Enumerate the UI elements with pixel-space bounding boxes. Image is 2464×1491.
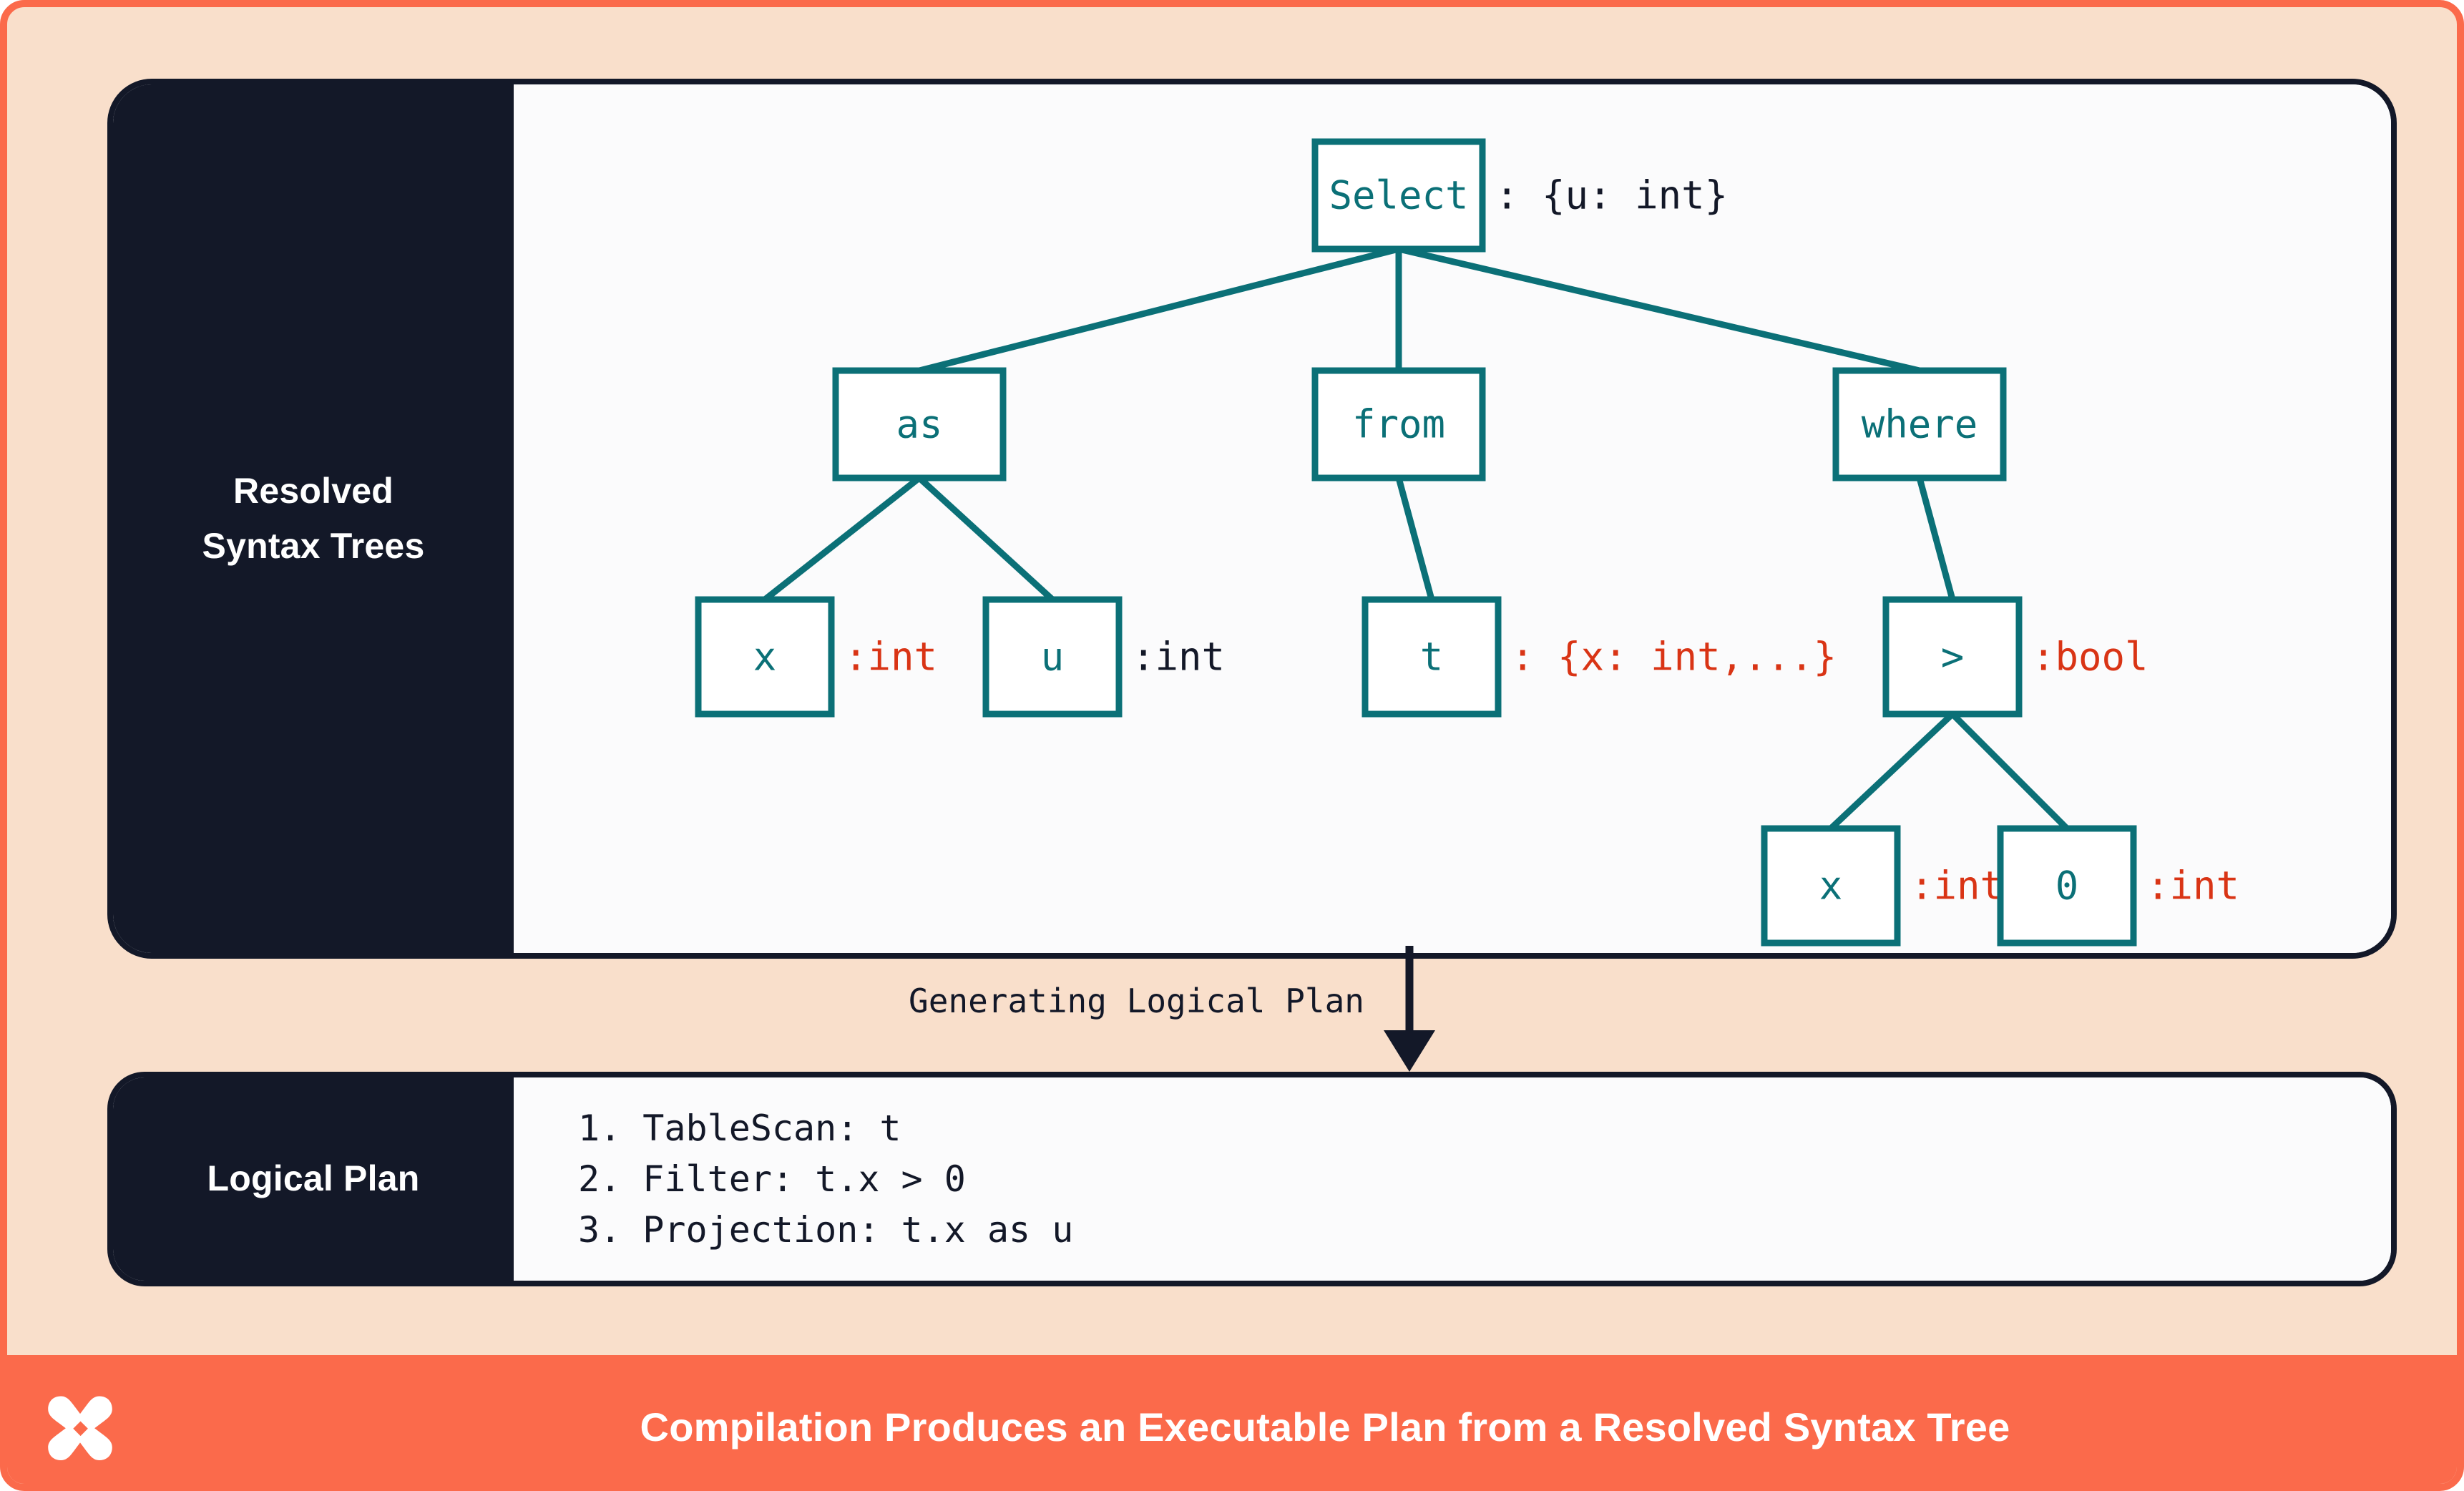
tree-node-label: x [1819, 864, 1843, 909]
tree-node-type-annotation: :int [1132, 635, 1225, 680]
tree-edge-select-as [918, 245, 1400, 374]
tree-edge-gt-gt-x [1828, 711, 1955, 831]
tree-node-box [982, 596, 1123, 718]
tree-node-label: 0 [2055, 864, 2079, 909]
tree-edge-where-gt [1916, 476, 1956, 601]
tree-node-box [1361, 596, 1502, 718]
tree-node-type-annotation: :int [844, 635, 937, 680]
resolved-syntax-trees-card: Resolved Syntax Trees Select : {u: int} as… [107, 79, 2397, 959]
tree-node-box [832, 367, 1007, 481]
tree-node-from-t[interactable]: t : {x: int,...} [1361, 596, 1837, 718]
tree-node-label: where [1862, 402, 1978, 447]
tree-node-label: u [1041, 635, 1065, 680]
resolved-syntax-trees-label: Resolved Syntax Trees [202, 464, 425, 575]
tree-edge-from-from-t [1395, 476, 1435, 601]
tree-node-box [695, 596, 835, 718]
logical-plan-step: 3. Projection: t.x as u [578, 1208, 1074, 1251]
tree-node-label: Select [1329, 173, 1468, 218]
tree-node-gt-x[interactable]: x :int [1761, 825, 2003, 947]
tree-edge-gt-gt-0 [1950, 711, 2070, 831]
tree-node-box [1311, 367, 1486, 481]
logical-plan-sidebar: Logical Plan [113, 1077, 514, 1281]
logical-plan-label: Logical Plan [207, 1158, 420, 1199]
logical-plan-card: Logical Plan 1. TableScan: t 2. Filter: t… [107, 1072, 2397, 1286]
tree-edge-select-where [1397, 245, 1921, 374]
syntax-tree-diagram: Select : {u: int} as from where x :int u :int t : … [695, 138, 2239, 947]
tree-node-label: t [1420, 635, 1444, 680]
logical-plan-steps: 1. TableScan: t 2. Filter: t.x > 0 3. Proj… [514, 1077, 2391, 1281]
tree-node-gt-0[interactable]: 0 :int [1997, 825, 2239, 947]
tree-node-box [1311, 138, 1486, 253]
tree-node-group: Select : {u: int} as from where x :int u :int t : … [695, 138, 2239, 947]
connector-label: Generating Logical Plan [909, 982, 1364, 1020]
logical-plan-step: 2. Filter: t.x > 0 [578, 1158, 966, 1200]
tree-node-select[interactable]: Select : {u: int} [1311, 138, 1728, 253]
tree-node-type-annotation: :int [1910, 864, 2003, 909]
tree-node-label: > [1941, 635, 1965, 680]
tree-node-type-annotation: :int [2146, 864, 2239, 909]
tree-node-label: from [1352, 402, 1445, 447]
x-mark-logo-icon [48, 1396, 112, 1461]
tree-node-where[interactable]: where [1832, 367, 2007, 481]
tree-node-as-u[interactable]: u :int [982, 596, 1225, 718]
tree-node-box [1882, 596, 2023, 718]
resolved-label-line-1: Resolved [233, 470, 393, 511]
tree-node-label: x [753, 635, 777, 680]
tree-node-box [1997, 825, 2137, 947]
tree-node-type-annotation: :bool [2032, 635, 2148, 680]
syntax-tree-canvas: Select : {u: int} as from where x :int u :int t : … [514, 84, 2391, 953]
logical-plan-step: 1. TableScan: t [578, 1107, 901, 1149]
pipeline-connector: Generating Logical Plan [107, 946, 2397, 1073]
tree-node-box [1761, 825, 1901, 947]
tree-edge-as-as-u [916, 475, 1055, 602]
tree-node-box [1832, 367, 2007, 481]
tree-edge-group [763, 245, 2070, 831]
tree-node-as-x[interactable]: x :int [695, 596, 937, 718]
resolved-label-line-2: Syntax Trees [202, 526, 425, 566]
tree-node-as[interactable]: as [832, 367, 1007, 481]
tree-node-gt[interactable]: > :bool [1882, 596, 2148, 718]
tree-node-label: as [896, 402, 942, 447]
tree-edge-as-as-x [763, 475, 921, 602]
tree-node-type-annotation: : {x: int,...} [1511, 635, 1837, 680]
down-arrow-icon [1384, 946, 1435, 1072]
footer-title: Compilation Produces an Executable Plan … [640, 1404, 2010, 1450]
resolved-syntax-trees-sidebar: Resolved Syntax Trees [113, 84, 514, 953]
tree-node-from[interactable]: from [1311, 367, 1486, 481]
footer-banner: Compilation Produces an Executable Plan … [7, 1355, 2457, 1484]
tree-node-type-annotation: : {u: int} [1495, 173, 1728, 218]
